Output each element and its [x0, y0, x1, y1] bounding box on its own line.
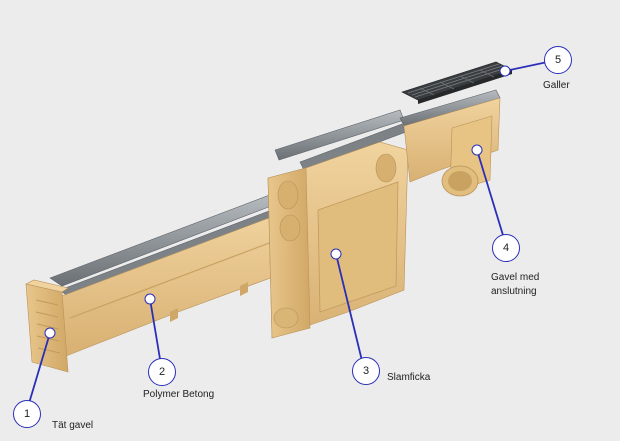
callout-number-2: 2: [148, 358, 176, 386]
sump-side-boss: [279, 214, 301, 242]
end-cap-with-connection: [399, 89, 501, 197]
callout-number-5: 5: [544, 46, 572, 74]
end-cap-face: [25, 283, 69, 373]
callout-number-3: 3: [352, 357, 380, 385]
anchor-point-2: [144, 293, 156, 305]
anchor-point-5: [499, 65, 511, 77]
callout-label-1: Tät gavel: [52, 420, 94, 431]
callout-label-4-line-2: anslutning: [491, 286, 537, 297]
pipe-spigot-opening: [448, 171, 472, 191]
callout-number-4: 4: [492, 234, 520, 262]
channel-foot-rib: [240, 282, 248, 296]
closed-end-cap: [25, 279, 69, 373]
channel-groove: [69, 235, 289, 319]
polymer-concrete-channel: [49, 192, 293, 357]
callout-label-3: Slamficka: [387, 372, 431, 383]
sump-pit-unit: [267, 109, 409, 339]
callout-number-1: 1: [13, 400, 41, 428]
sump-side-boss: [277, 180, 299, 210]
anchor-point-1: [44, 327, 56, 339]
callout-label-2: Polymer Betong: [143, 389, 215, 400]
leader-line-4: [476, 149, 507, 246]
end-cap-top: [25, 279, 69, 293]
sump-outlet-knockout: [273, 307, 299, 329]
grating-edge: [418, 70, 512, 104]
sump-front-panel: [317, 181, 399, 313]
leader-line-3: [335, 253, 365, 370]
sump-outlet-boss: [375, 153, 397, 183]
sump-side-face: [267, 167, 311, 339]
channel-foot-rib: [170, 308, 178, 322]
callout-label-4-line-1: Gavel med: [491, 272, 540, 283]
leader-line-1: [26, 332, 51, 411]
rail-slot: [208, 208, 218, 215]
anchor-point-4: [471, 144, 483, 156]
anchor-point-3: [330, 248, 342, 260]
callout-label-5: Galler: [543, 80, 570, 91]
